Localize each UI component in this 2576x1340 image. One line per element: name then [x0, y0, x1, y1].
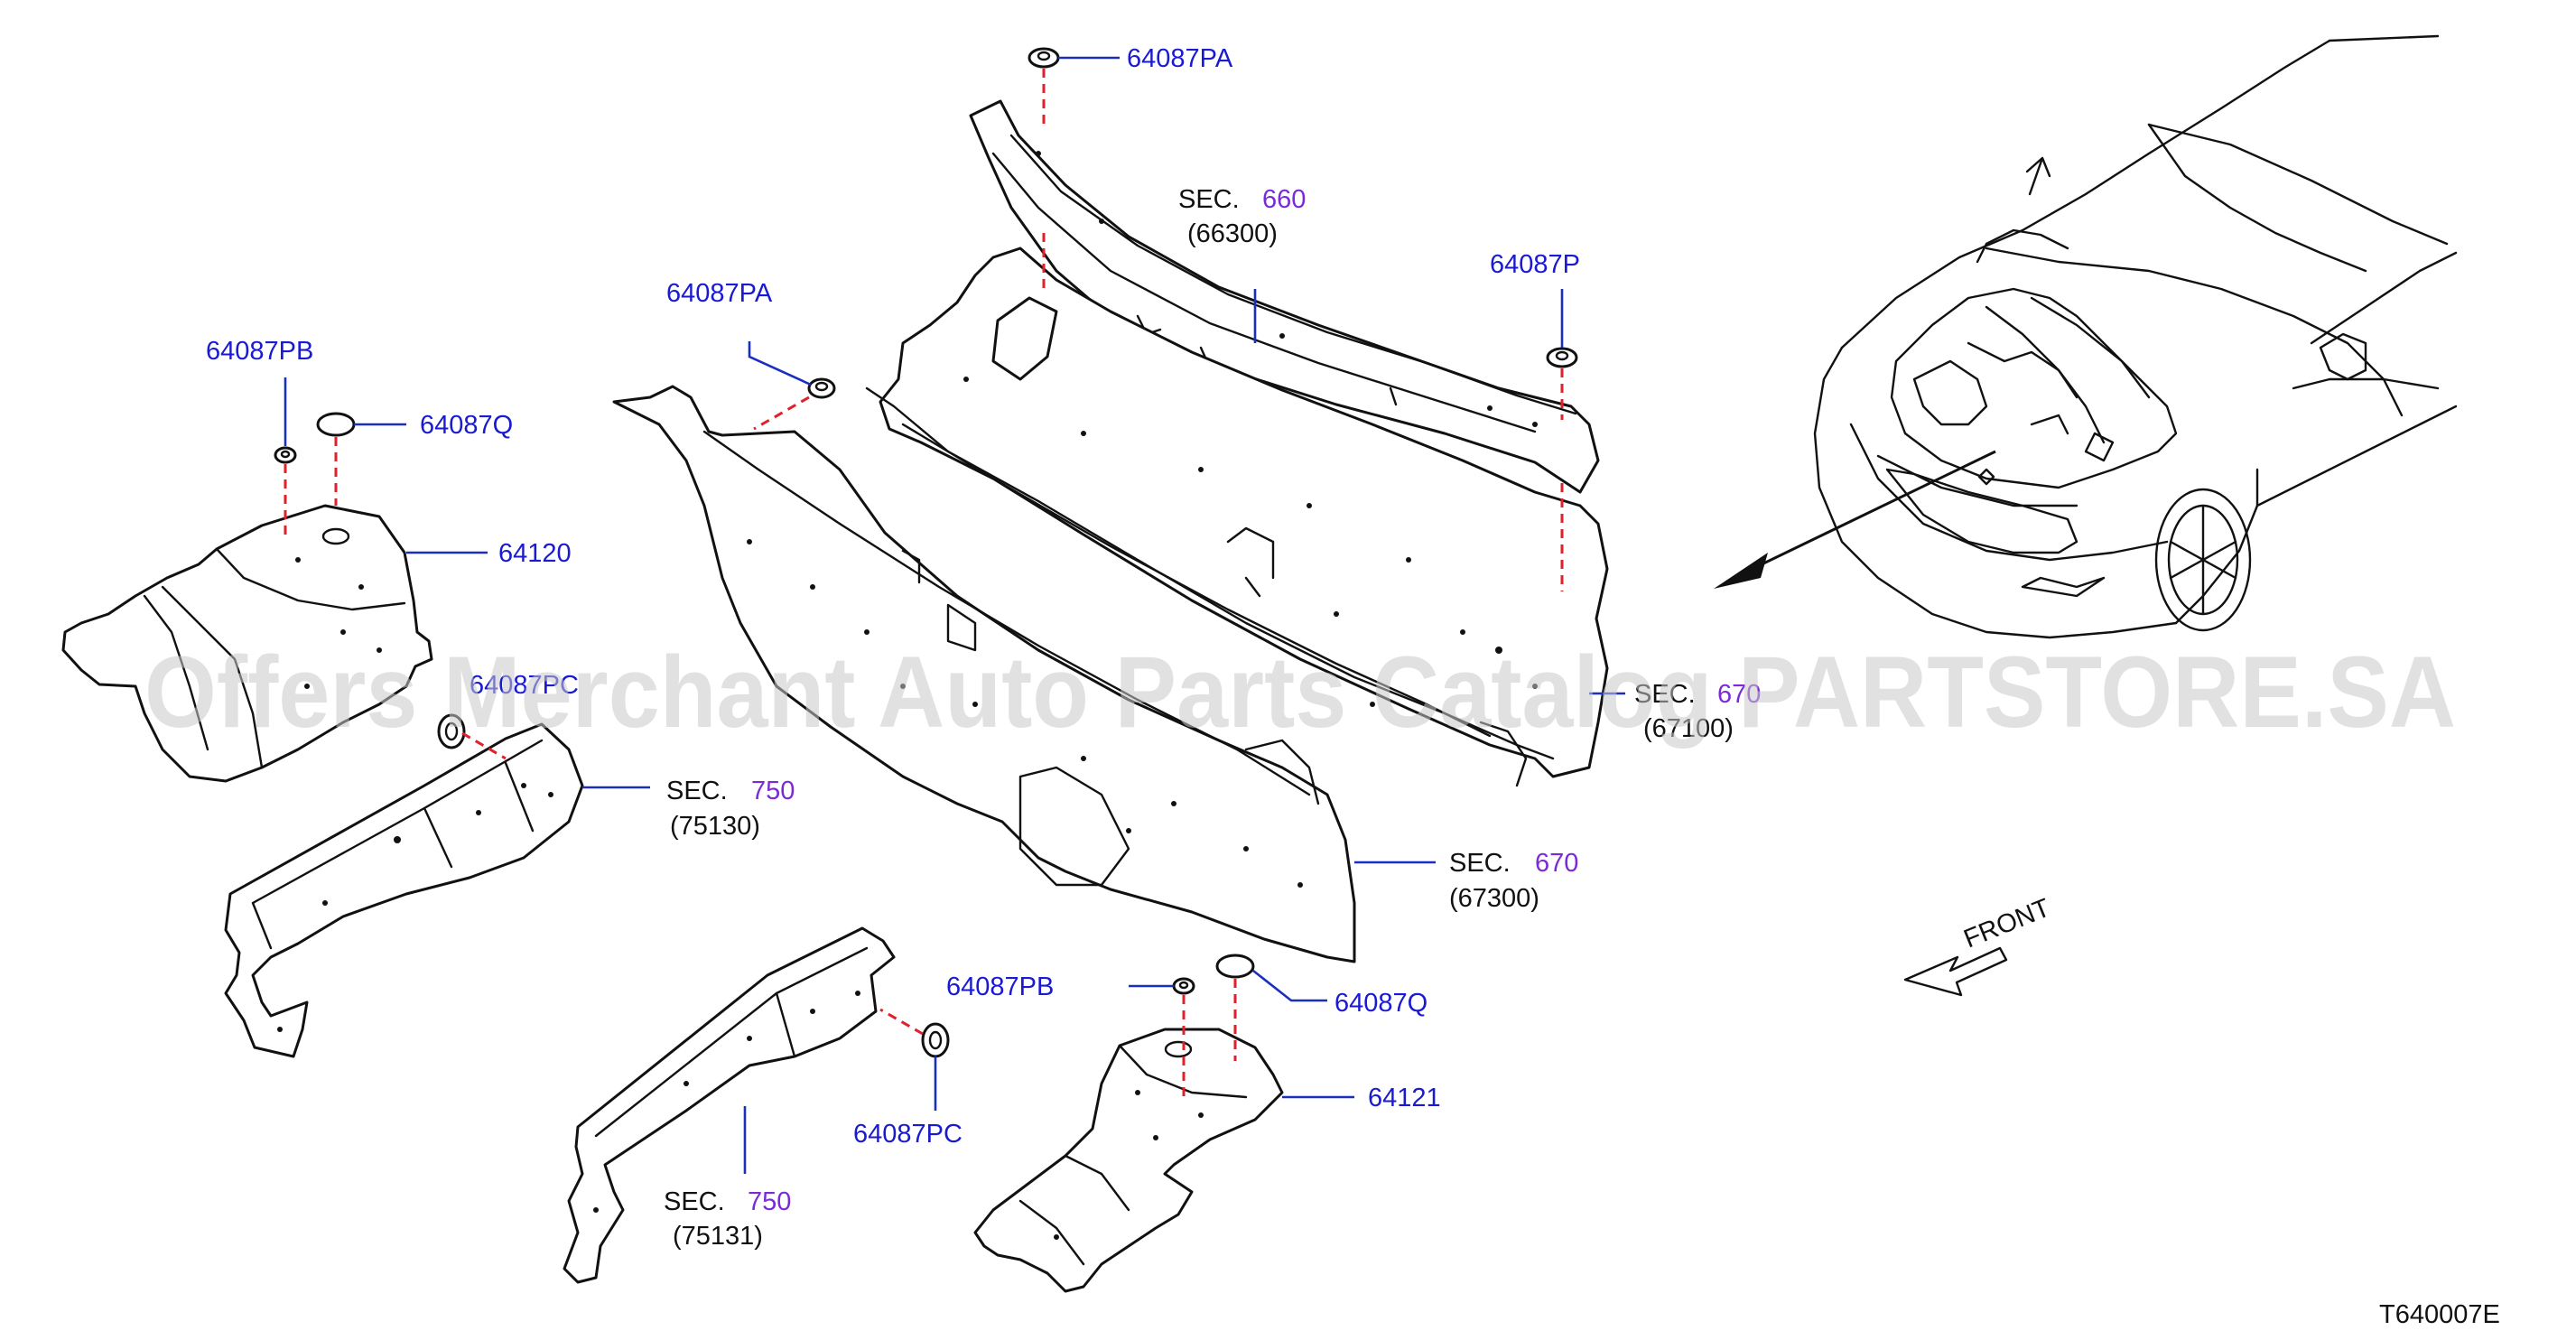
clip-64087pb-left	[274, 446, 297, 464]
clip-64087pb-right	[1172, 977, 1195, 995]
clip-64087pc-left	[437, 713, 466, 749]
label-64087pa-mid: 64087PA	[666, 279, 773, 308]
label-sec750-lower-code: (75131)	[673, 1222, 763, 1251]
label-64087pc-right: 64087PC	[853, 1120, 963, 1149]
label-sec670-right-code: (67100)	[1643, 714, 1734, 743]
label-64087q-right: 64087Q	[1334, 989, 1427, 1018]
label-sec750-upper-num: 750	[751, 777, 795, 805]
label-sec670-lower-sec: SEC.	[1449, 849, 1511, 878]
label-64087pb-left: 64087PB	[206, 337, 313, 366]
fastener-lines	[284, 69, 1564, 1097]
label-64121: 64121	[1368, 1084, 1441, 1112]
label-64087pa-top: 64087PA	[1127, 44, 1233, 73]
label-sec750-upper-sec: SEC.	[666, 777, 728, 805]
label-64087pb-right: 64087PB	[946, 972, 1054, 1001]
part-64121-seal	[973, 1028, 1284, 1293]
label-front: FRONT	[1960, 893, 2055, 954]
clip-64087q-left	[316, 412, 356, 437]
label-64087pc-left: 64087PC	[470, 671, 579, 700]
label-diagram-code: T640007E	[2379, 1300, 2500, 1329]
label-sec670-lower-num: 670	[1535, 849, 1578, 878]
label-sec750-lower-sec: SEC.	[664, 1187, 725, 1216]
direction-arrow-icon	[1714, 450, 1996, 589]
label-sec670-right-num: 670	[1717, 680, 1761, 709]
label-sec750-lower-num: 750	[748, 1187, 791, 1216]
label-sec660-num: 660	[1262, 185, 1306, 214]
vehicle-reference-illustration	[1813, 34, 2458, 639]
label-64087p: 64087P	[1490, 250, 1580, 279]
clip-64087q-right	[1215, 954, 1255, 979]
label-sec660-sec: SEC.	[1178, 185, 1240, 214]
label-sec750-upper-code: (75130)	[670, 812, 760, 841]
label-sec660-code: (66300)	[1187, 219, 1278, 248]
side-member-upper	[224, 722, 584, 1058]
label-64120: 64120	[498, 539, 572, 568]
label-64087q-left: 64087Q	[420, 411, 513, 440]
label-sec670-right-sec: SEC.	[1634, 680, 1696, 709]
clip-64087pc-right	[921, 1022, 950, 1058]
clip-64087p	[1546, 347, 1578, 368]
part-64120-seal	[61, 504, 433, 783]
dash-panel-upper	[865, 247, 1609, 787]
dash-panel-lower	[612, 385, 1356, 963]
front-arrow-icon	[1903, 946, 2008, 997]
leader-lines	[284, 56, 1625, 1174]
clip-64087pa-mid	[807, 377, 836, 399]
clip-64087pa-top	[1028, 47, 1060, 69]
watermark: Offers Merchant Auto Parts Catalog PARTS…	[144, 636, 2456, 749]
label-sec670-lower-code: (67300)	[1449, 884, 1539, 913]
side-member-lower	[563, 926, 896, 1284]
